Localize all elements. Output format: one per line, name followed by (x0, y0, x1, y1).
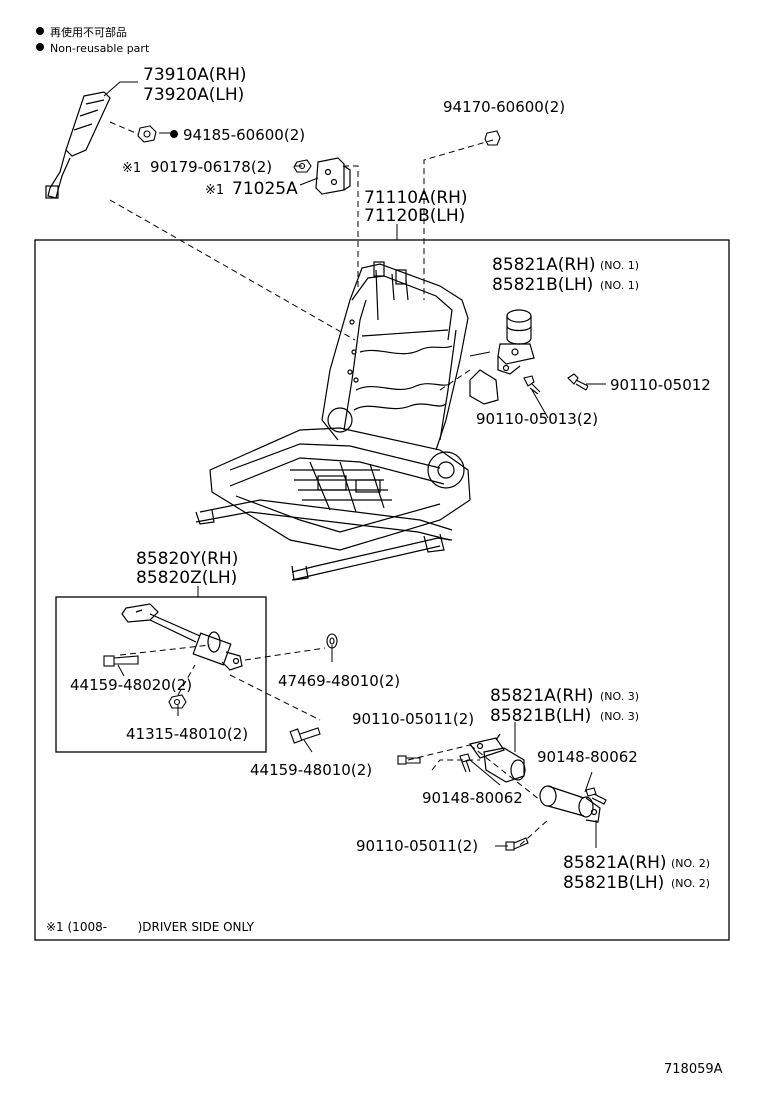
side-trim-part (45, 91, 111, 199)
label-44159-48020: 44159-48020(2) (70, 676, 192, 694)
footnote: ※1 (1008- )DRIVER SIDE ONLY (46, 920, 255, 934)
legend-bullet-icon (36, 43, 44, 51)
bolt-90110-05011-a (397, 755, 421, 765)
label-85821a-no2-suffix: (NO. 2) (671, 857, 710, 870)
bolt-44159-48020 (103, 655, 139, 667)
screw-90148-a (585, 787, 607, 805)
label-85821a-no3: 85821A(RH) (490, 686, 594, 706)
non-reusable-bullet-icon (170, 130, 178, 138)
cable-assembly-box (55, 596, 267, 753)
nut-94185 (137, 125, 157, 143)
motor-no3 (468, 733, 526, 783)
label-73910a: 73910A(RH) (143, 65, 247, 85)
label-85820z: 85820Z(LH) (136, 568, 237, 588)
bracket-71025a (315, 157, 351, 195)
label-71120b: 71120B(LH) (364, 206, 465, 226)
label-94185: 94185-60600(2) (183, 126, 305, 144)
legend-cn: 再使用不可部品 (50, 25, 127, 39)
label-85821b-no3-suffix: (NO. 3) (600, 710, 639, 723)
cable-motor-assembly (121, 603, 243, 671)
label-94170: 94170-60600(2) (443, 98, 565, 116)
seat-frame-assembly (195, 261, 499, 581)
figure-id: 718059A (664, 1062, 723, 1077)
motor-no2 (539, 785, 601, 823)
bolt-90110-05011-b (505, 837, 529, 851)
bolt-90110-05012 (567, 373, 589, 391)
label-90110-05012: 90110-05012 (610, 376, 711, 394)
motor-no1 (497, 309, 535, 375)
clip-94170 (484, 130, 501, 146)
label-85821a-no3-suffix: (NO. 3) (600, 690, 639, 703)
label-41315: 41315-48010(2) (126, 725, 248, 743)
label-85821b-no2-suffix: (NO. 2) (671, 877, 710, 890)
label-44159-48010: 44159-48010(2) (250, 761, 372, 779)
label-73920a: 73920A(LH) (143, 85, 244, 105)
washer-47469 (326, 633, 338, 649)
legend-bullet-icon (36, 27, 44, 35)
assembly-frame (34, 239, 730, 941)
screw-90148-b (459, 753, 471, 773)
label-71025-mark: ※1 (205, 183, 224, 198)
label-90148-a: 90148-80062 (537, 748, 638, 766)
label-85821b-no3: 85821B(LH) (490, 706, 591, 726)
label-90179-mark: ※1 (122, 161, 141, 176)
label-85820y: 85820Y(RH) (136, 549, 238, 569)
label-71110a: 71110A(RH) (364, 188, 468, 208)
bolt-44159-48010 (289, 727, 321, 744)
label-85821b-no1: 85821B(LH) (492, 275, 593, 295)
label-90110-05013: 90110-05013(2) (476, 410, 598, 428)
nut-41315 (168, 694, 187, 709)
label-85821a-no1-suffix: (NO. 1) (600, 259, 639, 272)
label-90148-b: 90148-80062 (422, 789, 523, 807)
label-71025a: 71025A (232, 179, 298, 199)
label-90110-05011-a: 90110-05011(2) (352, 710, 474, 728)
label-85821b-no2: 85821B(LH) (563, 873, 664, 893)
label-47469: 47469-48010(2) (278, 672, 400, 690)
label-85821a-no1: 85821A(RH) (492, 255, 596, 275)
nut-90179 (293, 159, 312, 173)
legend-en: Non-reusable part (50, 42, 150, 55)
bolt-90110-05013 (523, 375, 541, 395)
label-90110-05011-b: 90110-05011(2) (356, 837, 478, 855)
label-85821a-no2: 85821A(RH) (563, 853, 667, 873)
label-85821b-no1-suffix: (NO. 1) (600, 279, 639, 292)
label-90179: 90179-06178(2) (150, 158, 272, 176)
